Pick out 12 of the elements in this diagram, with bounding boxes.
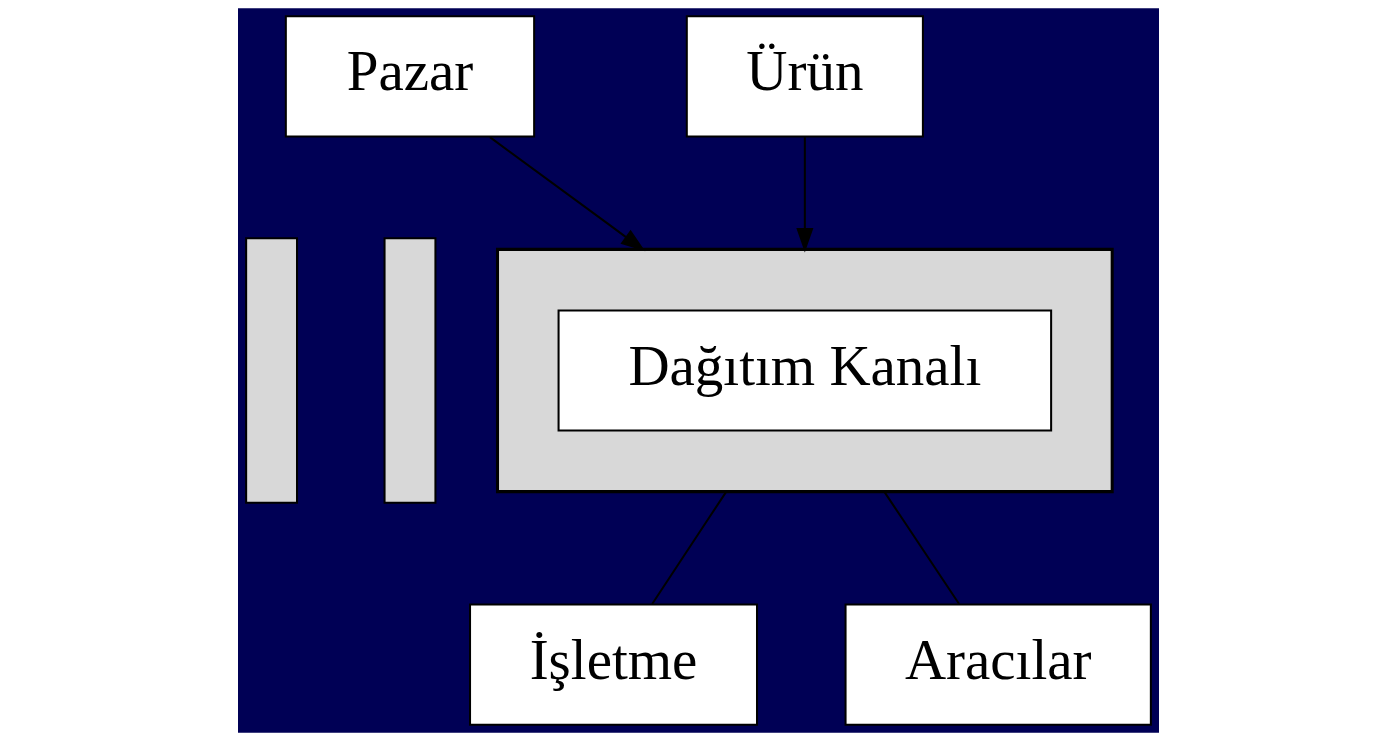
node-box: Aracılar	[844, 603, 1152, 726]
connector	[651, 491, 728, 605]
node-box: Ürün	[685, 15, 924, 138]
node-box: Pazar	[284, 15, 536, 138]
cluster	[496, 247, 1114, 494]
node-bar	[245, 237, 299, 504]
connector	[883, 491, 960, 605]
arrow	[796, 137, 814, 253]
node-box: İşletme	[469, 603, 759, 726]
node-box: Dağıtım Kanalı	[557, 309, 1053, 432]
node-bar	[383, 237, 437, 504]
arrow	[489, 136, 646, 252]
